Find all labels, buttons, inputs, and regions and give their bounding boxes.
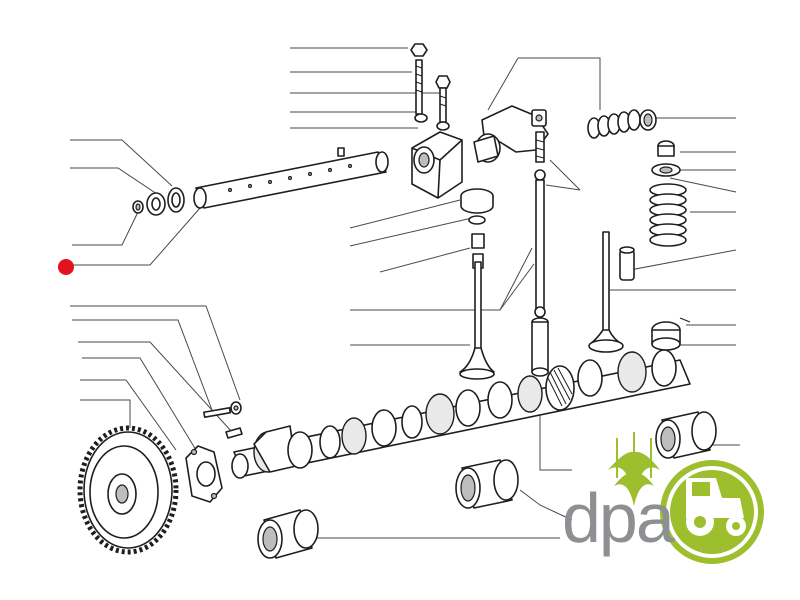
tractor-icon: [660, 460, 764, 564]
small-spring: [587, 109, 657, 139]
camshaft: [231, 349, 691, 479]
rocker-spacer: [473, 135, 499, 163]
logo-text: dpa: [562, 479, 675, 557]
wheat-icon: [608, 432, 660, 506]
pushrod: [534, 169, 546, 318]
cam-bearing-3: [655, 411, 717, 459]
rocker-support-bracket: [411, 131, 463, 199]
dpa-logo: dpa: [562, 432, 764, 564]
tappet: [531, 317, 549, 377]
rocker-shaft: [193, 147, 389, 209]
valve-spring: [649, 140, 687, 247]
cam-bearing-1: [257, 509, 319, 559]
thrust-plate: [185, 445, 223, 503]
shaft-end-washers: [132, 187, 185, 216]
leader-lines: [68, 47, 740, 539]
reference-marker: [58, 259, 74, 275]
timing-gear: [77, 425, 179, 555]
exhaust-valve: [588, 231, 635, 353]
cam-bearing-2: [455, 459, 519, 509]
intake-valve: [459, 188, 495, 380]
bracket-bolts: [410, 43, 451, 131]
flange-bolt: [203, 401, 243, 439]
